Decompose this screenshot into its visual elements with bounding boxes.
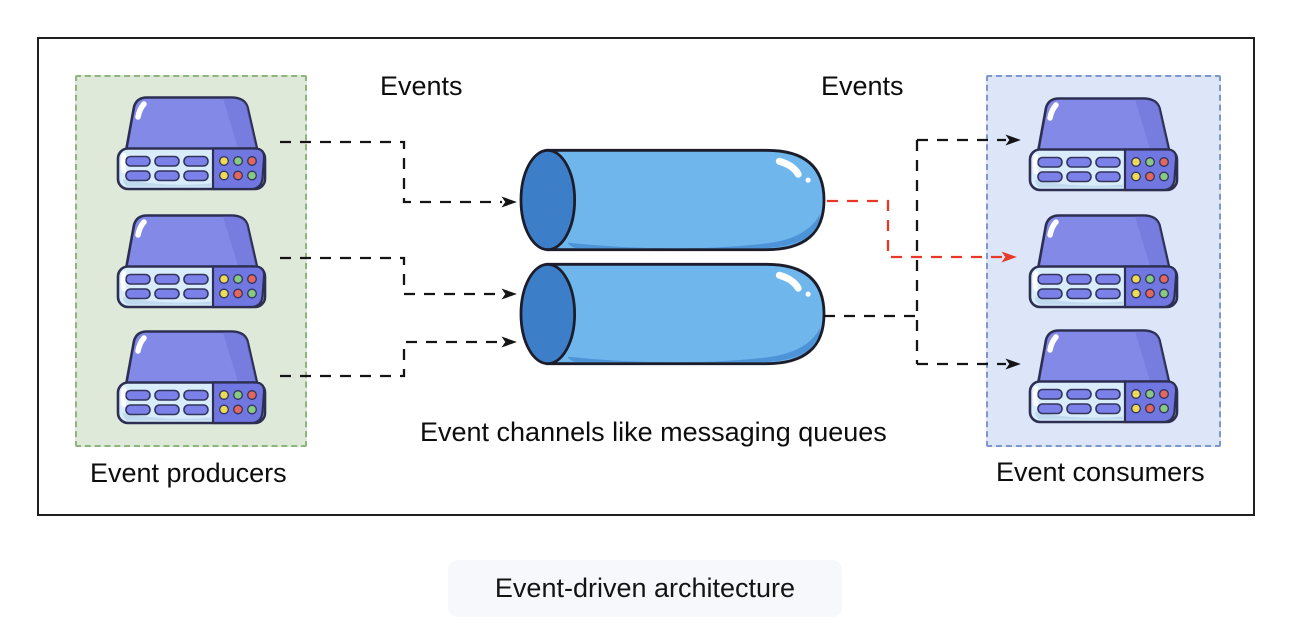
- consumers-group-label: Event consumers: [996, 457, 1205, 487]
- diagram-caption-text: Event-driven architecture: [494, 573, 796, 603]
- channels-caption-label: Event channels like messaging queues: [420, 417, 887, 447]
- edge-producer2-channel2: [280, 256, 517, 300]
- edge-channel1-consumer2-red: [827, 199, 1017, 263]
- edge-producer3-channel2: [280, 336, 517, 378]
- edge-producer1-channel1: [280, 140, 517, 208]
- events-label-left: Events: [380, 71, 463, 101]
- diagram-caption: Event-driven architecture: [448, 560, 842, 617]
- producers-group-label: Event producers: [90, 458, 287, 488]
- events-label-right: Events: [821, 71, 904, 101]
